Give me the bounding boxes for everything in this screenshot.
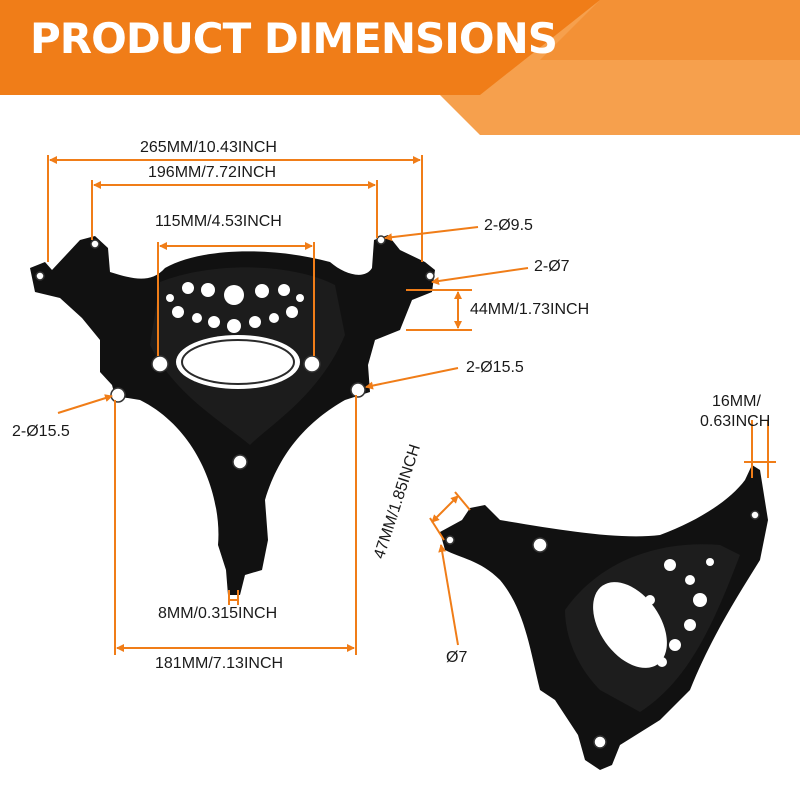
- side-mount-holes: [445, 510, 760, 749]
- dimension-lines: [47, 155, 776, 655]
- label-overall-width: 265MM/10.43INCH: [140, 139, 277, 156]
- label-tab-width: 8MM/0.315INCH: [158, 605, 278, 622]
- side-lightening-holes: [635, 558, 714, 667]
- label-lower-left-hole: 2-Ø15.5: [12, 423, 70, 440]
- banner-shade: [540, 0, 800, 60]
- page-title: PRODUCT DIMENSIONS: [30, 14, 558, 63]
- label-lower-right-hole: 2-Ø15.5: [466, 359, 524, 376]
- leader-side-hole: [431, 267, 529, 285]
- leader-lower-left: [57, 394, 113, 414]
- lightening-holes: [166, 282, 304, 333]
- label-inner-holes-width: 115MM/4.53INCH: [155, 213, 282, 230]
- front-bracket: [30, 235, 435, 595]
- label-upper-holes-width: 196MM/7.72INCH: [148, 164, 277, 181]
- label-upper-hole: 2-Ø9.5: [484, 217, 533, 234]
- leader-mount-hole: [438, 544, 459, 646]
- mount-holes: [35, 235, 435, 470]
- side-bracket: [440, 465, 768, 770]
- label-mount-hole: Ø7: [446, 649, 468, 666]
- label-tab-thickness-line2: 0.63INCH: [700, 413, 771, 430]
- label-side-height: 44MM/1.73INCH: [470, 301, 590, 318]
- label-lower-holes-width: 181MM/7.13INCH: [155, 655, 284, 672]
- dim-mount-length: [431, 495, 459, 523]
- label-side-hole: 2-Ø7: [534, 258, 570, 275]
- leader-lower-right: [365, 367, 459, 390]
- banner-bg: [0, 0, 600, 95]
- label-tab-thickness-line1: 16MM/: [712, 393, 761, 410]
- title-banner: [0, 0, 800, 135]
- leader-upper-hole: [384, 226, 479, 242]
